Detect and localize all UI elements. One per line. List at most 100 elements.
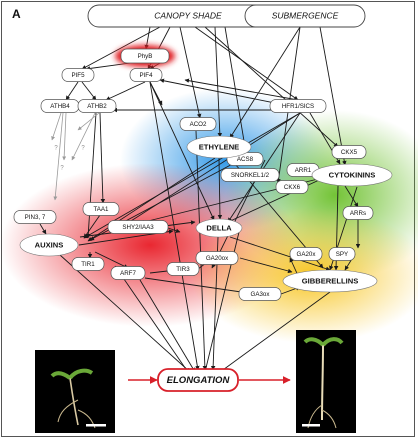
ga20ox-label: GA20ox xyxy=(206,255,229,262)
aco2-label: ACO2 xyxy=(190,121,207,128)
arrow xyxy=(81,26,161,70)
arrow xyxy=(65,81,79,101)
ga3ox-box xyxy=(238,287,282,301)
arrow xyxy=(94,251,129,269)
arrow xyxy=(114,265,191,376)
arrow xyxy=(229,26,301,139)
gibberellins-label: GIBBERELLINS xyxy=(302,277,359,286)
panel-b-photo xyxy=(35,350,115,433)
taa1-label: TAA1 xyxy=(93,206,109,213)
phyb-box xyxy=(120,48,170,64)
pif5-box xyxy=(61,68,95,82)
panel-a-label: A xyxy=(12,7,21,21)
auxins-label: AUXINS xyxy=(35,241,64,250)
arrow xyxy=(77,112,100,131)
arrow xyxy=(105,81,146,101)
tir3-box xyxy=(166,262,200,276)
arrow xyxy=(86,112,97,239)
shy2-label: SHY2/IAA3 xyxy=(122,224,154,231)
tir3-label: TIR3 xyxy=(176,266,190,273)
arrow xyxy=(83,214,101,239)
tir1-box xyxy=(71,257,105,271)
ga20ox_right-label: GA20x xyxy=(297,251,317,258)
arrow xyxy=(215,291,331,376)
arrow xyxy=(85,62,131,71)
arrs-label: ARRs xyxy=(350,210,366,217)
arrow xyxy=(194,26,299,101)
arr1-label: ARR1 xyxy=(295,167,312,174)
arrow xyxy=(53,112,64,201)
cytokinins-label: CYTOKININS xyxy=(329,171,376,180)
arrow xyxy=(217,157,223,220)
scale-bar-c xyxy=(302,424,320,427)
uncertain-mark: ? xyxy=(54,146,58,152)
ethylene-label: ETHYLENE xyxy=(199,143,240,152)
tir1-label: TIR1 xyxy=(81,261,95,268)
auxins-node xyxy=(19,233,79,257)
arrow xyxy=(71,112,96,161)
ckx6-label: CKX6 xyxy=(284,184,301,191)
arrow xyxy=(204,26,339,148)
athb2-box xyxy=(77,99,117,113)
pif4-box xyxy=(129,68,163,82)
pif5-label: PIF5 xyxy=(71,72,85,79)
uncertain-mark: ? xyxy=(81,146,85,152)
arrow xyxy=(184,78,299,101)
arrow xyxy=(149,81,200,371)
ga20ox-box xyxy=(195,251,239,265)
ckx5-box xyxy=(331,145,367,159)
arrow xyxy=(159,78,291,107)
arrow xyxy=(195,130,208,371)
pif4-label: PIF4 xyxy=(139,72,153,79)
elongation-box xyxy=(157,368,239,392)
hfr1-label: HFR1/SICS xyxy=(282,103,314,110)
snorkel-label: SNORKEL1/2 xyxy=(231,172,270,179)
cytokinins-node xyxy=(311,163,393,187)
arrow xyxy=(83,112,301,239)
arrow xyxy=(319,26,347,166)
arrow xyxy=(62,112,67,161)
ga3ox-label: GA3ox xyxy=(251,291,271,298)
arrow xyxy=(81,81,97,101)
panel-c-photo xyxy=(296,330,356,433)
submergence-label: SUBMERGENCE xyxy=(272,10,339,20)
arrow xyxy=(225,174,331,224)
ethylene-node xyxy=(186,135,252,159)
uncertain-mark: ? xyxy=(60,166,64,172)
arrow xyxy=(51,112,62,141)
gibberellins-node xyxy=(282,269,378,293)
spy-box xyxy=(328,247,356,261)
taa1-box xyxy=(82,202,120,216)
della-node xyxy=(195,218,243,238)
arf7-label: ARF7 xyxy=(120,270,136,277)
pin37-box xyxy=(13,210,57,224)
spy-label: SPY xyxy=(336,251,348,258)
arrow xyxy=(149,81,215,221)
arf7-box xyxy=(110,266,146,280)
arrow xyxy=(99,112,106,204)
arrow xyxy=(227,112,301,223)
scale-bar-b xyxy=(86,424,106,427)
arrow xyxy=(224,26,248,154)
arrow xyxy=(59,254,191,373)
pin37-label: PIN3, 7 xyxy=(25,214,46,221)
ckx5-label: CKX5 xyxy=(341,149,358,156)
canopy-shade-label: CANOPY SHADE xyxy=(154,10,222,20)
della-label: DELLA xyxy=(206,224,232,233)
arrow xyxy=(39,223,47,235)
submergence-box xyxy=(244,4,366,28)
arrow xyxy=(239,257,293,274)
acs8-label: ACS8 xyxy=(237,156,254,163)
arrow xyxy=(144,277,256,296)
arrow xyxy=(119,112,301,229)
ga20ox_right-box xyxy=(289,247,323,261)
arrs-box xyxy=(342,206,374,220)
shy2-box xyxy=(107,220,169,234)
elongation-label: ELONGATION xyxy=(167,375,231,386)
aco2-box xyxy=(179,117,217,131)
hfr1-box xyxy=(269,99,327,113)
arrow xyxy=(214,26,223,138)
athb2-label: ATHB2 xyxy=(87,103,107,110)
arrow xyxy=(139,279,196,373)
arrow xyxy=(344,185,359,208)
